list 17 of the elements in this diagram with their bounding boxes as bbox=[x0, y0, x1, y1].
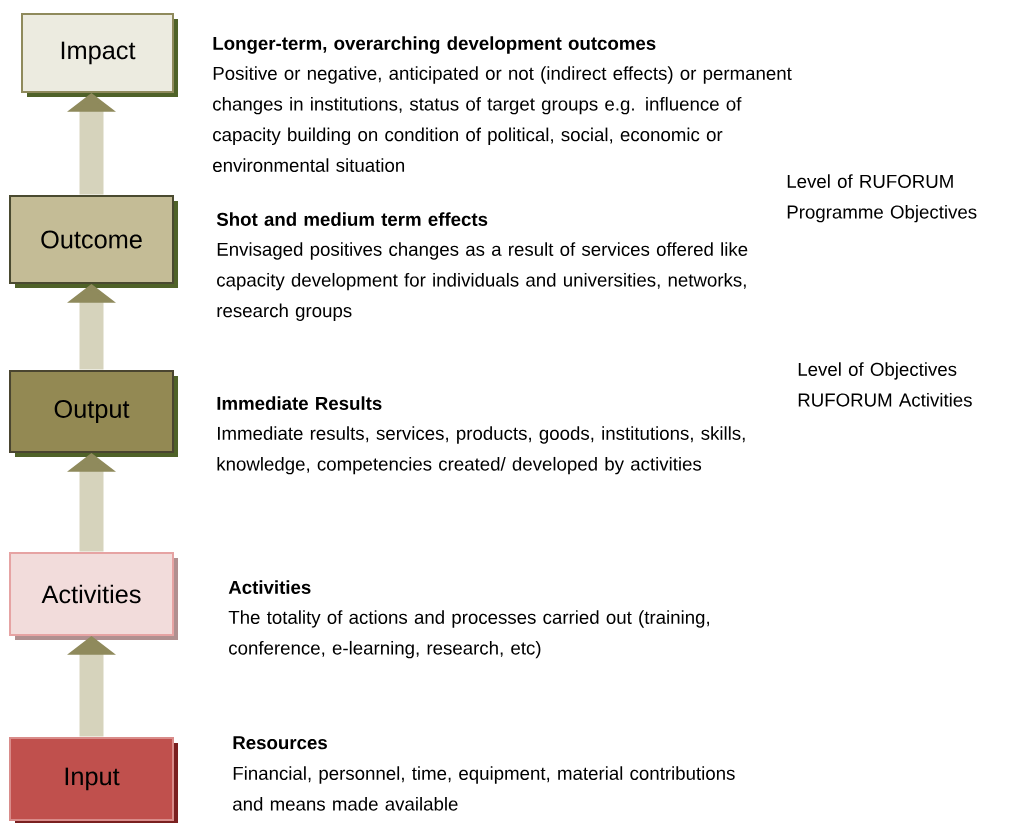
heading-text: Immediate Results bbox=[217, 396, 382, 410]
description-text: The totality of actions and processes carried out (training, conference, e-learning, research, etc) bbox=[228, 610, 709, 659]
level-label: Level of Objectives RUFORUM Activities bbox=[798, 362, 972, 407]
process-box: Input bbox=[9, 737, 178, 823]
description-text: Positive or negative, anticipated or not (indirect effects) or permanent changes in institutions, status of target groups e.g. influence of capacity building on condition of political, social, economic or environmental situation bbox=[213, 66, 792, 172]
description-text: Financial, personnel, time, equipment, material contributions and means made available bbox=[233, 766, 735, 811]
heading-text: Activities bbox=[228, 580, 311, 594]
process-box: Output bbox=[9, 370, 178, 457]
description-text: Envisaged positives changes as a result of services offered like capacity development for individuals and universities, networks, research groups bbox=[217, 242, 748, 321]
process-box: Activities bbox=[9, 552, 178, 640]
process-box: Outcome bbox=[9, 195, 178, 288]
description-text: Immediate results, services, products, goods, institutions, skills, knowledge, competencies created/ developed by activities bbox=[217, 426, 745, 475]
heading-text: Resources bbox=[233, 736, 327, 750]
process-box: Impact bbox=[21, 13, 178, 97]
heading-text: Shot and medium term effects bbox=[216, 212, 488, 226]
heading-text: Longer-term, overarching development outcomes bbox=[213, 36, 656, 54]
level-label: Level of RUFORUM Programme Objectives bbox=[787, 174, 977, 223]
